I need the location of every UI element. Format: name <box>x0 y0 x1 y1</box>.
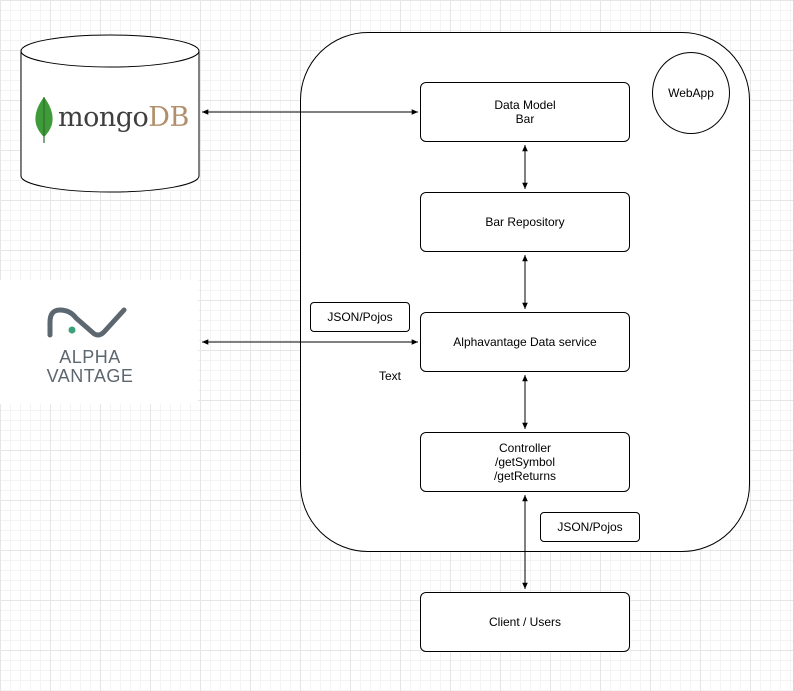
json-pojos-bottom-text: JSON/Pojos <box>557 520 623 534</box>
controller-endpoint-returns: /getReturns <box>493 469 557 483</box>
data-model-entity: Bar <box>515 112 535 126</box>
controller-endpoint-symbol: /getSymbol <box>494 455 556 469</box>
mongodb-wordmark: mongoDB <box>58 102 189 133</box>
webapp-label: WebApp <box>668 86 714 100</box>
data-model-title: Data Model <box>494 98 556 112</box>
vantage-text: VANTAGE <box>46 366 134 386</box>
data-service-label: Alphavantage Data service <box>453 335 597 349</box>
alpha-vantage-mark-icon <box>47 307 127 338</box>
controller-node[interactable]: Controller /getSymbol /getReturns <box>420 432 630 492</box>
data-service-node[interactable]: Alphavantage Data service <box>420 312 630 372</box>
db-text: DB <box>148 102 189 133</box>
bar-repository-label: Bar Repository <box>485 215 565 229</box>
client-label: Client / Users <box>488 615 562 629</box>
alpha-vantage-logo <box>0 280 198 404</box>
webapp-circle: WebApp <box>652 52 730 134</box>
json-pojos-bottom-label[interactable]: JSON/Pojos <box>540 512 640 542</box>
json-pojos-top-text: JSON/Pojos <box>327 310 393 324</box>
client-node[interactable]: Client / Users <box>420 592 630 652</box>
controller-title: Controller <box>498 441 552 455</box>
json-pojos-top-label[interactable]: JSON/Pojos <box>310 302 410 332</box>
mongo-text: mongo <box>58 102 149 133</box>
data-model-node[interactable]: Data Model Bar <box>420 82 630 142</box>
free-text: Text <box>379 369 402 383</box>
bar-repository-node[interactable]: Bar Repository <box>420 192 630 252</box>
alpha-text: ALPHA <box>59 347 121 367</box>
mongodb-cylinder <box>20 34 200 193</box>
alpha-vantage-wordmark: ALPHA VANTAGE <box>30 348 150 386</box>
free-text-label: Text <box>379 369 401 383</box>
